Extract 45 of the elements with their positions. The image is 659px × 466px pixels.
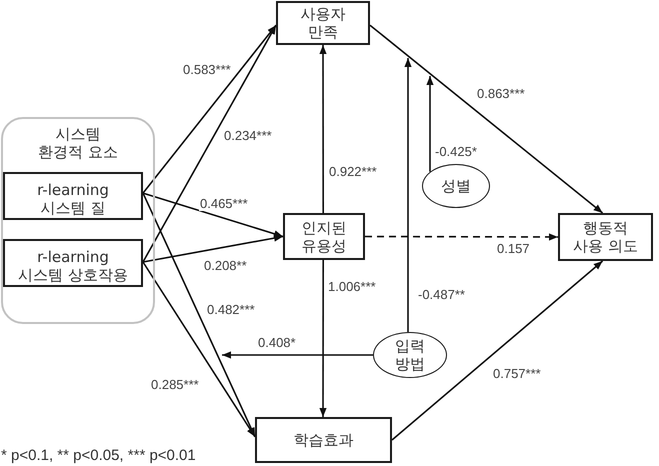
arrow xyxy=(142,234,284,263)
arrow xyxy=(404,58,412,332)
node-text: 학습효과 xyxy=(294,431,354,449)
edge-label: 0.234*** xyxy=(223,128,273,143)
edge-label: 0.922*** xyxy=(328,164,378,179)
node-text: 사용자 만족 xyxy=(300,5,346,41)
edge-label: 0.482*** xyxy=(206,302,256,317)
node-text: r-learning 시스템 상호작용 xyxy=(17,248,129,284)
edge-label: 0.285*** xyxy=(150,377,200,392)
edge-label: 0.157 xyxy=(496,241,531,256)
edge-label: 0.208** xyxy=(203,258,248,273)
edge-label: 0.863*** xyxy=(476,86,526,101)
edge-label: 0.408* xyxy=(257,335,297,350)
group-panel xyxy=(1,117,155,324)
arrow xyxy=(222,351,373,359)
footnote: * p<0.1, ** p<0.05, *** p<0.01 xyxy=(1,447,196,464)
edge-label: -0.487** xyxy=(417,287,466,302)
node-text: 성별 xyxy=(441,177,471,195)
edge-label: 0.583*** xyxy=(182,62,232,77)
variable-box xyxy=(558,213,653,261)
variable-box xyxy=(276,1,370,45)
edge-label: 1.006*** xyxy=(327,279,377,294)
variable-box xyxy=(255,417,392,463)
node-text: 행동적 사용 의도 xyxy=(572,219,639,255)
node-text: r-learning 시스템 질 xyxy=(36,181,110,217)
arrow xyxy=(142,192,256,438)
variable-box xyxy=(3,239,143,287)
arrow xyxy=(142,262,256,438)
arrow xyxy=(391,260,604,441)
edge-label: 0.465*** xyxy=(199,196,249,211)
dashed-arrow xyxy=(365,233,558,241)
group-heading: 시스템 환경적 요소 xyxy=(37,125,119,161)
arrow xyxy=(319,260,327,417)
arrow xyxy=(426,76,434,172)
arrow xyxy=(142,24,277,262)
node-text: 입력 방법 xyxy=(394,337,426,373)
arrow xyxy=(142,192,284,238)
arrow xyxy=(142,24,277,194)
node-text: 인지된 유용성 xyxy=(300,218,348,254)
edge-label: -0.425* xyxy=(434,144,478,159)
variable-box xyxy=(283,213,365,260)
arrow xyxy=(319,45,327,213)
arrow xyxy=(370,24,604,214)
edge-label: 0.757*** xyxy=(492,366,542,381)
variable-box xyxy=(3,172,143,220)
